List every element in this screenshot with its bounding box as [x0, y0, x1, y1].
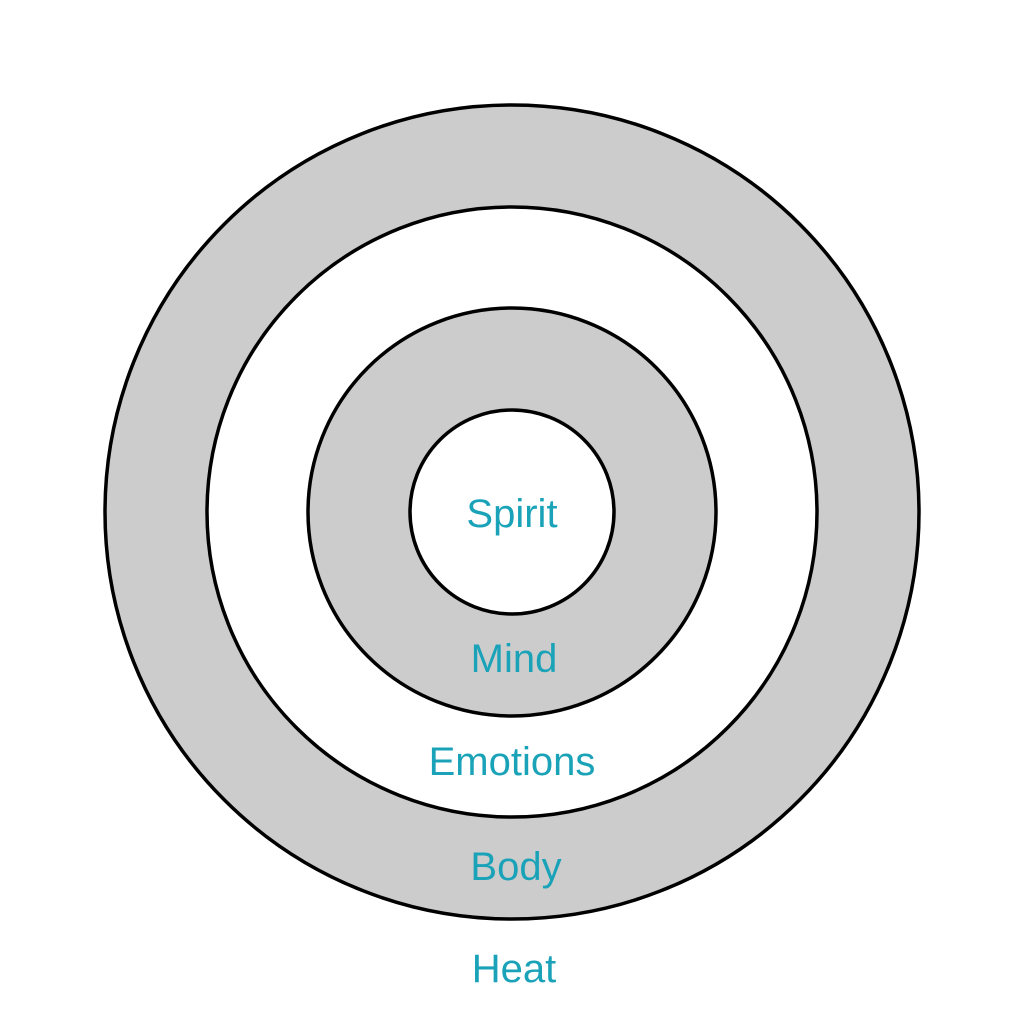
- ring-spirit: [408, 408, 616, 616]
- label-body: Body: [470, 845, 561, 889]
- label-heat: Heat: [472, 947, 557, 991]
- label-emotions: Emotions: [429, 740, 596, 784]
- label-spirit: Spirit: [466, 492, 557, 536]
- label-mind: Mind: [471, 637, 558, 681]
